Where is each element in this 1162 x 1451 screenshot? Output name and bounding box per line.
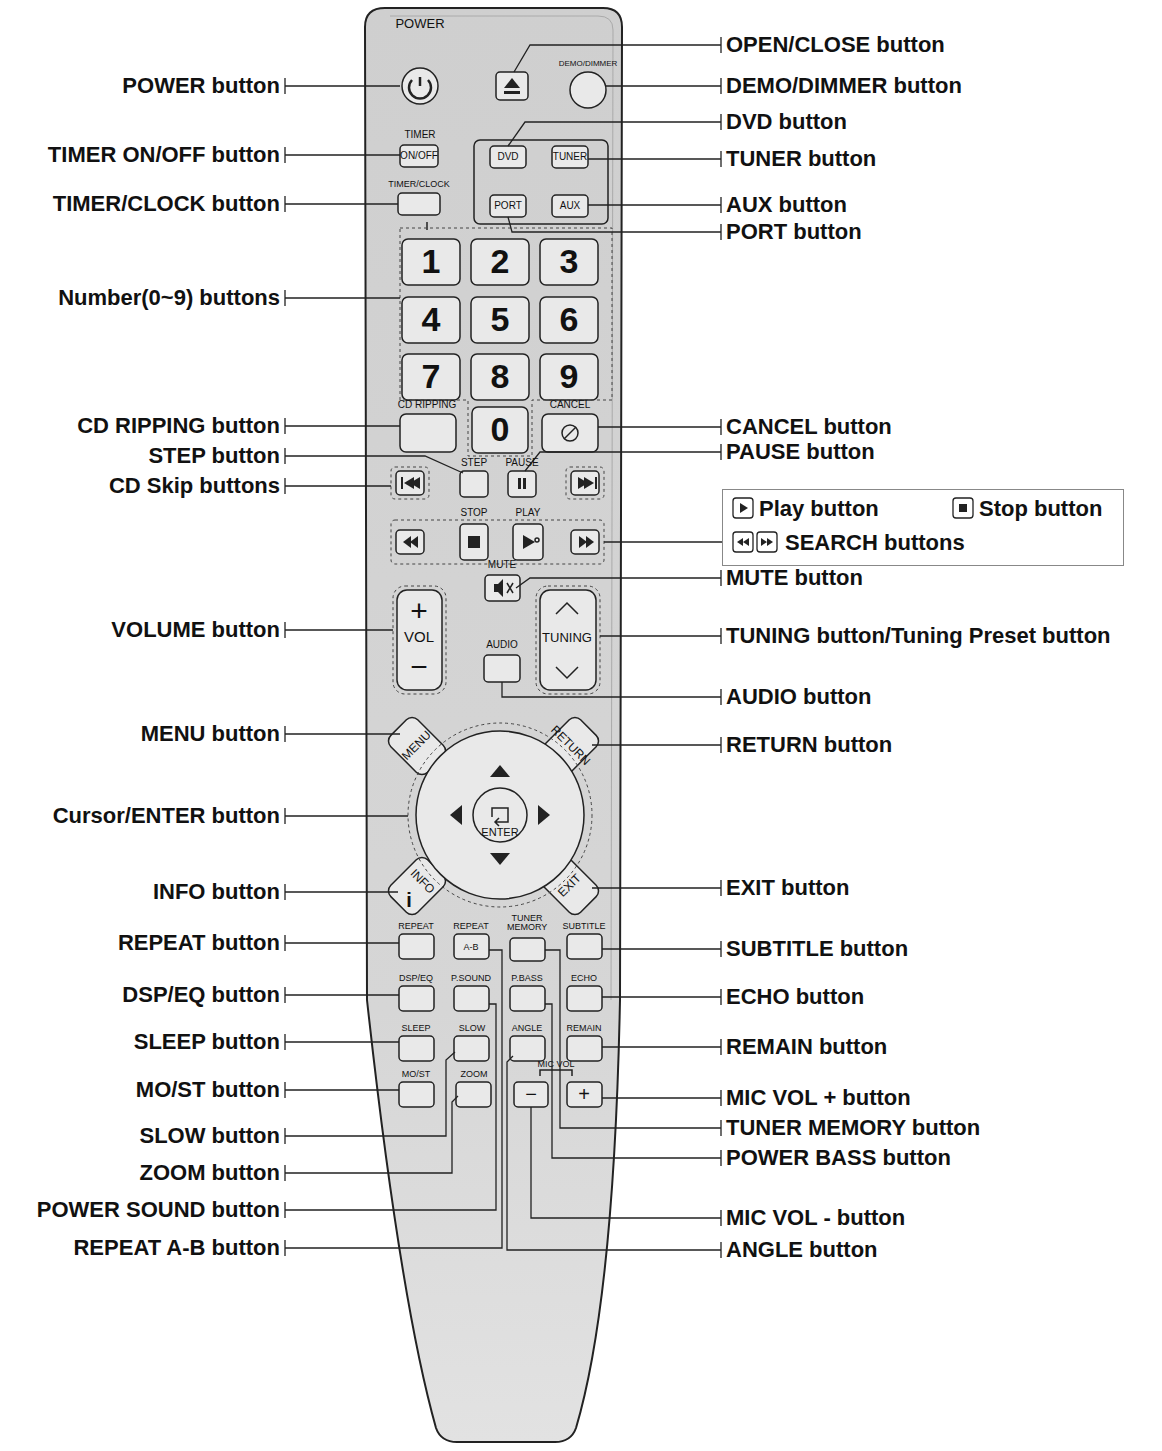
button-label: REMAIN bbox=[566, 1023, 601, 1033]
callout-label: PAUSE button bbox=[726, 439, 875, 464]
button-label: i bbox=[406, 889, 412, 912]
callout-label: CD Skip buttons bbox=[109, 473, 280, 498]
button-label: DSP/EQ bbox=[399, 973, 433, 983]
callout-label: RETURN button bbox=[726, 732, 892, 757]
key-text: Stop button bbox=[979, 496, 1102, 522]
button-label: CD RIPPING bbox=[398, 399, 456, 411]
callout-label: Cursor/ENTER button bbox=[53, 803, 280, 828]
button-label: REPEAT bbox=[398, 921, 433, 931]
callout-label: OPEN/CLOSE button bbox=[726, 32, 945, 57]
number-key: 3 bbox=[560, 242, 579, 281]
button-label: SUBTITLE bbox=[562, 921, 605, 931]
callout-label: MIC VOL - button bbox=[726, 1205, 905, 1230]
button-label: ANGLE bbox=[512, 1023, 543, 1033]
callout-label: TIMER/CLOCK button bbox=[53, 191, 280, 216]
number-key: 4 bbox=[422, 300, 441, 339]
callout-label: MENU button bbox=[141, 721, 280, 746]
button-label: TUNER bbox=[553, 151, 587, 163]
callout-label: REPEAT A-B button bbox=[73, 1235, 280, 1260]
button-label: TUNER MEMORY bbox=[507, 914, 547, 932]
button-label: POWER bbox=[395, 17, 444, 32]
callout-label: DSP/EQ button bbox=[122, 982, 280, 1007]
callout-label: MO/ST button bbox=[136, 1077, 280, 1102]
callout-label: SLOW button bbox=[139, 1123, 280, 1148]
button-label: EXIT bbox=[556, 872, 585, 901]
callout-label: CANCEL button bbox=[726, 414, 892, 439]
button-label: + bbox=[410, 594, 428, 629]
number-key: 0 bbox=[491, 410, 510, 449]
number-key: 2 bbox=[491, 242, 510, 281]
button-label: DVD bbox=[497, 151, 518, 163]
callout-label: DEMO/DIMMER button bbox=[726, 73, 962, 98]
icon-key-box: Play button Stop buttonSEARCH buttons bbox=[722, 489, 1124, 566]
callout-label: AUDIO button bbox=[726, 684, 871, 709]
callout-label: CD RIPPING button bbox=[77, 413, 280, 438]
button-label: ENTER bbox=[481, 826, 518, 839]
button-label: SLOW bbox=[459, 1023, 486, 1033]
button-label: P.SOUND bbox=[451, 973, 491, 983]
callout-label: SUBTITLE button bbox=[726, 936, 908, 961]
button-label: TUNING bbox=[542, 631, 592, 646]
button-label: TIMER bbox=[404, 129, 435, 141]
button-label: STOP bbox=[460, 507, 487, 519]
button-label: − bbox=[525, 1083, 537, 1106]
button-label: − bbox=[410, 650, 428, 685]
callout-label: ANGLE button bbox=[726, 1237, 878, 1262]
callout-label: STEP button bbox=[148, 443, 280, 468]
number-key: 5 bbox=[491, 300, 510, 339]
callout-label: EXIT button bbox=[726, 875, 849, 900]
callout-label: AUX button bbox=[726, 192, 847, 217]
button-label: MUTE bbox=[488, 559, 516, 571]
callout-label: PORT button bbox=[726, 219, 862, 244]
button-label: RETURN bbox=[547, 723, 592, 768]
button-label: P.BASS bbox=[511, 973, 542, 983]
callout-label: MIC VOL + button bbox=[726, 1085, 911, 1110]
callout-label: VOLUME button bbox=[111, 617, 280, 642]
button-label: AUDIO bbox=[486, 639, 518, 651]
callout-label: ECHO button bbox=[726, 984, 864, 1009]
callout-label: ZOOM button bbox=[139, 1160, 280, 1185]
button-label: ECHO bbox=[571, 973, 597, 983]
button-label: TIMER/CLOCK bbox=[388, 179, 450, 189]
callout-label: POWER button bbox=[122, 73, 280, 98]
callout-label: MUTE button bbox=[726, 565, 863, 590]
button-label: A-B bbox=[463, 942, 478, 952]
button-label: PAUSE bbox=[505, 457, 538, 469]
key-text: Play button bbox=[759, 496, 879, 522]
callout-label: SLEEP button bbox=[134, 1029, 280, 1054]
callout-label: TUNING button/Tuning Preset button bbox=[726, 623, 1111, 648]
button-label: PLAY bbox=[516, 507, 541, 519]
button-label: + bbox=[578, 1083, 590, 1106]
number-key: 1 bbox=[422, 242, 441, 281]
callout-label: TIMER ON/OFF button bbox=[48, 142, 280, 167]
button-label: MENU bbox=[400, 729, 435, 764]
callout-label: Number(0~9) buttons bbox=[58, 285, 280, 310]
callout-label: REPEAT button bbox=[118, 930, 280, 955]
number-key: 9 bbox=[560, 357, 579, 396]
button-label: MO/ST bbox=[402, 1069, 431, 1079]
callout-label: DVD button bbox=[726, 109, 847, 134]
key-text: SEARCH buttons bbox=[785, 530, 965, 556]
callout-label: TUNER MEMORY button bbox=[726, 1115, 980, 1140]
button-label: ON/OFF bbox=[400, 150, 438, 162]
callout-label: POWER BASS button bbox=[726, 1145, 951, 1170]
button-label: CANCEL bbox=[550, 399, 591, 411]
button-label: AUX bbox=[560, 200, 581, 212]
button-label: MIC VOL bbox=[537, 1059, 574, 1069]
button-label: STEP bbox=[461, 457, 487, 469]
button-label: REPEAT bbox=[453, 921, 488, 931]
callout-label: REMAIN button bbox=[726, 1034, 887, 1059]
button-label: DEMO/DIMMER bbox=[559, 59, 618, 68]
number-key: 7 bbox=[422, 357, 441, 396]
number-key: 8 bbox=[491, 357, 510, 396]
button-label: ZOOM bbox=[461, 1069, 488, 1079]
callout-label: INFO button bbox=[153, 879, 280, 904]
button-label: SLEEP bbox=[401, 1023, 430, 1033]
button-label: VOL bbox=[404, 628, 434, 645]
button-label: PORT bbox=[494, 200, 522, 212]
callout-label: TUNER button bbox=[726, 146, 876, 171]
callout-label: POWER SOUND button bbox=[37, 1197, 280, 1222]
number-key: 6 bbox=[560, 300, 579, 339]
